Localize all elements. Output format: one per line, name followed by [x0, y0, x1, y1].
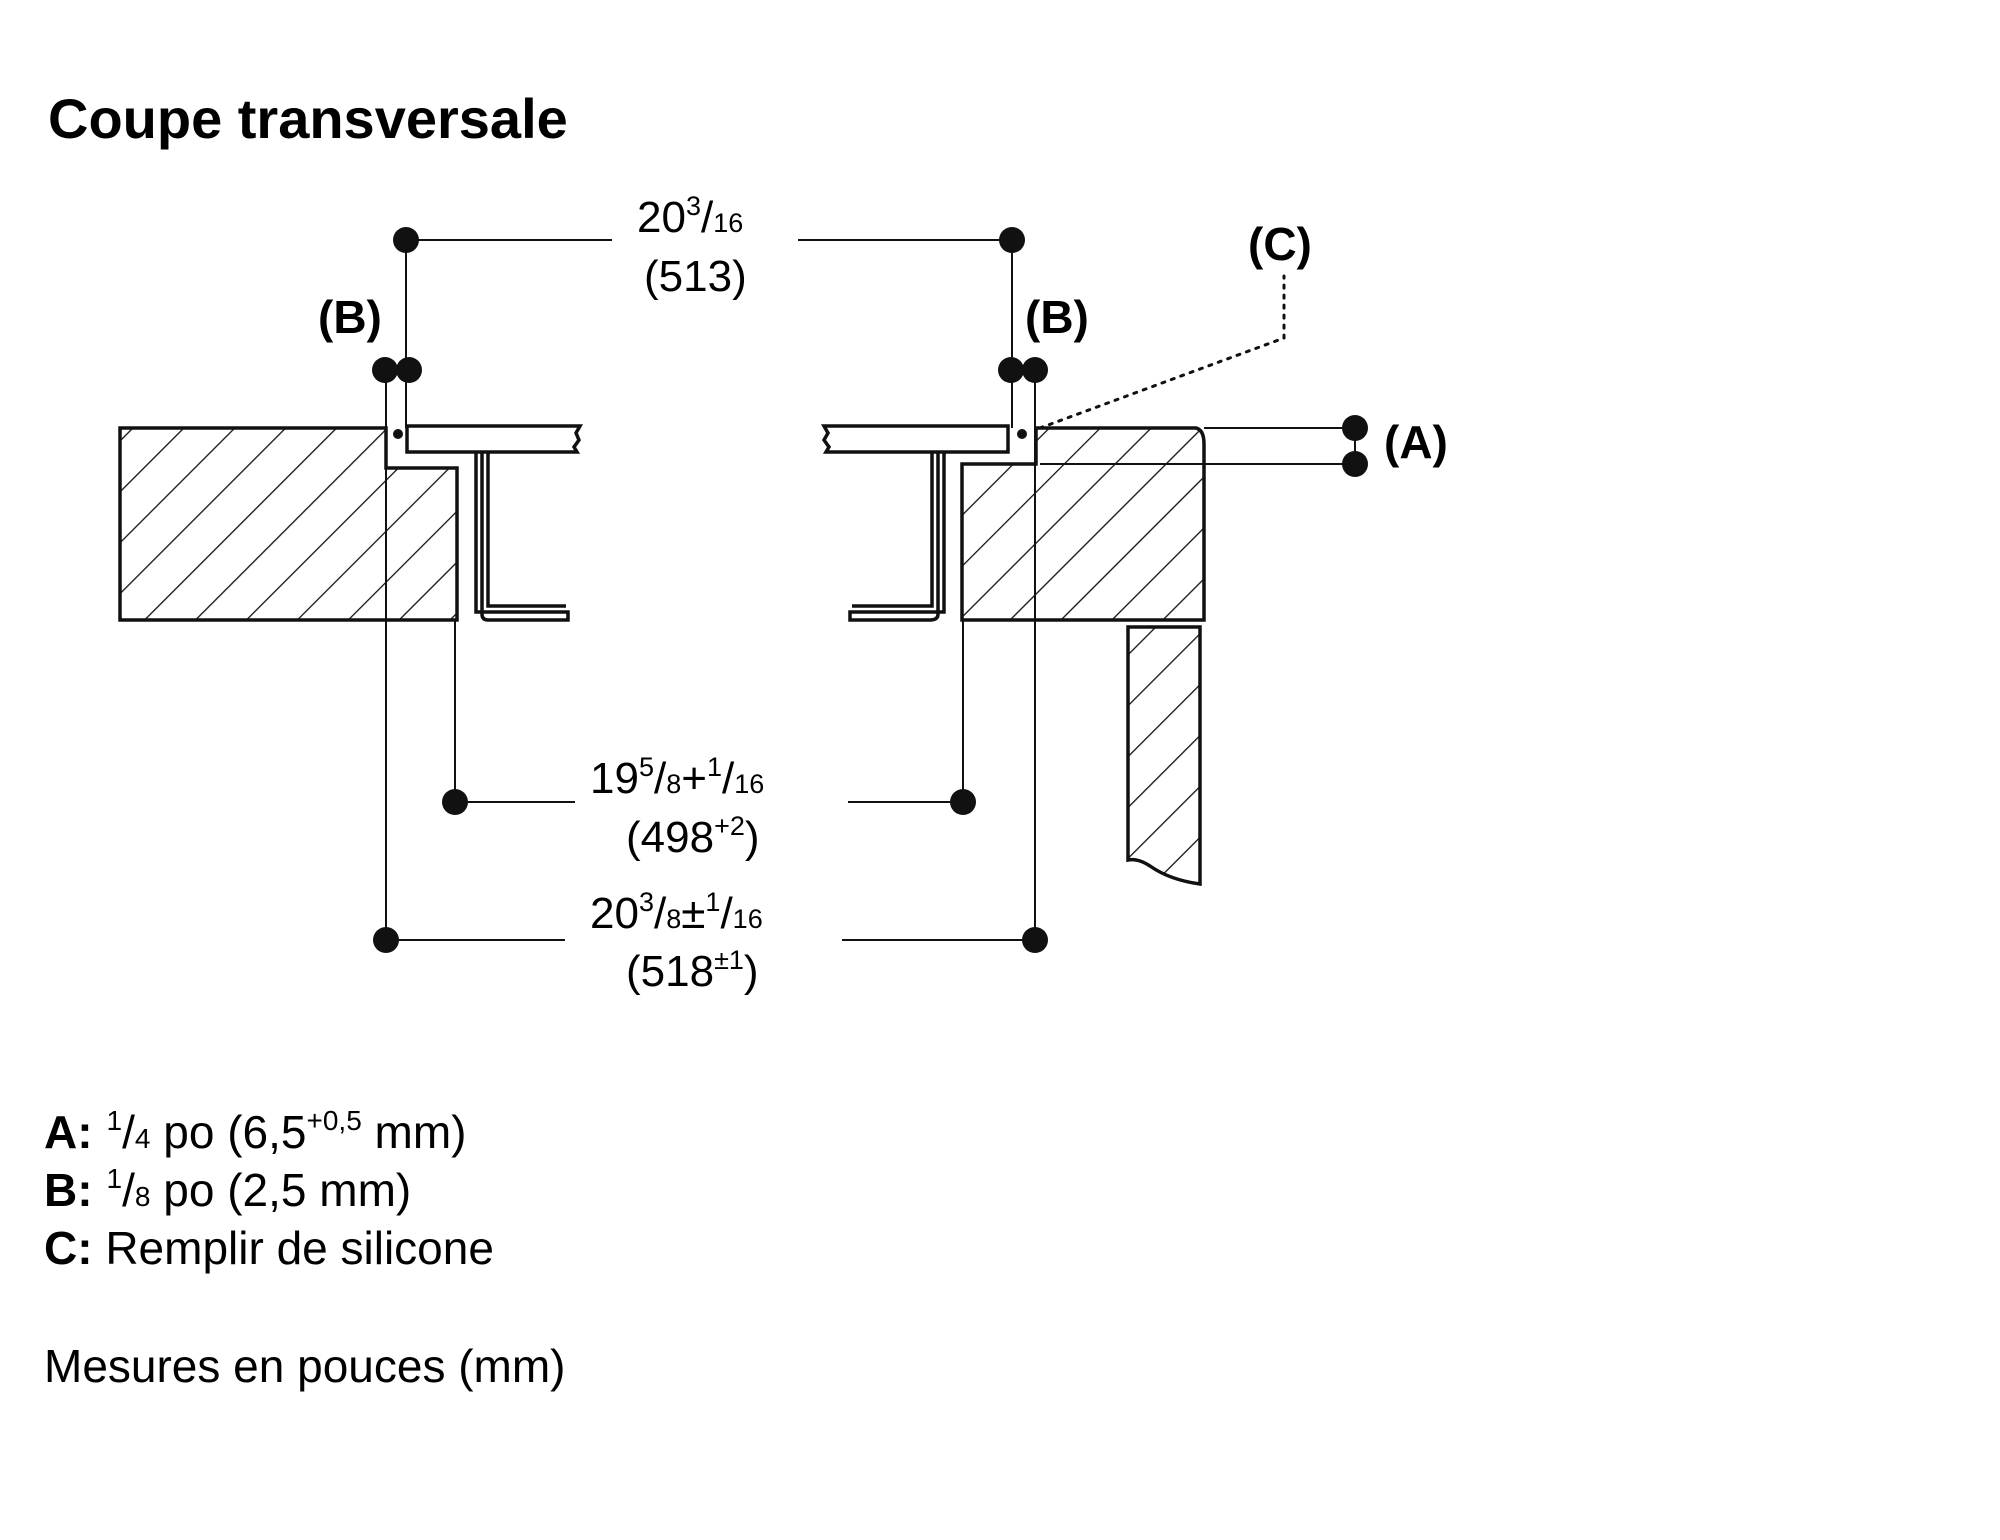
appliance-left-profile [405, 424, 584, 622]
dimension-top-inches: 203/16 [637, 191, 743, 242]
dimension-end-dot [373, 927, 399, 953]
dimension-top-width [405, 239, 1013, 428]
countertop-left [118, 426, 459, 622]
dimension-end-dot [442, 789, 468, 815]
callout-c: (C) [1248, 218, 1312, 270]
dimension-end-dot [1022, 927, 1048, 953]
callout-b-left: (B) [318, 291, 382, 343]
b-dot [396, 357, 422, 383]
legend-a: A:1/4 po (6,5+0,5 mm) [44, 1105, 467, 1158]
a-dot [1342, 415, 1368, 441]
a-dot [1342, 451, 1368, 477]
countertop-right [960, 426, 1206, 622]
b-marker-left [385, 369, 409, 950]
gap-dot-right [1017, 429, 1027, 439]
legend-c: C: Remplir de silicone [44, 1222, 494, 1274]
b-dot [372, 357, 398, 383]
b-marker-right [1011, 369, 1036, 950]
page-title: Coupe transversale [48, 87, 568, 150]
legend-b: B:1/8 po (2,5 mm) [44, 1163, 411, 1216]
dimension-outer-inches: 203/8±1/16 [590, 887, 763, 938]
units-note: Mesures en pouces (mm) [44, 1340, 566, 1392]
gap-dot-left [393, 429, 403, 439]
dimension-inner-mm: (498+2) [626, 811, 760, 862]
b-dot [1022, 357, 1048, 383]
dimension-end-dot [393, 227, 419, 253]
callout-b-right: (B) [1025, 291, 1089, 343]
b-dot [998, 357, 1024, 383]
dimension-end-dot [950, 789, 976, 815]
callout-a: (A) [1384, 416, 1448, 468]
dimension-inner-width [454, 620, 964, 803]
appliance-right-profile [820, 424, 1010, 622]
dimension-inner-inches: 195/8+1/16 [590, 752, 764, 803]
dimension-top-mm: (513) [644, 252, 747, 301]
callout-c-leader [1038, 274, 1286, 430]
dimension-outer-mm: (518±1) [626, 945, 759, 996]
dimension-end-dot [999, 227, 1025, 253]
cabinet-side-panel [1126, 625, 1202, 886]
